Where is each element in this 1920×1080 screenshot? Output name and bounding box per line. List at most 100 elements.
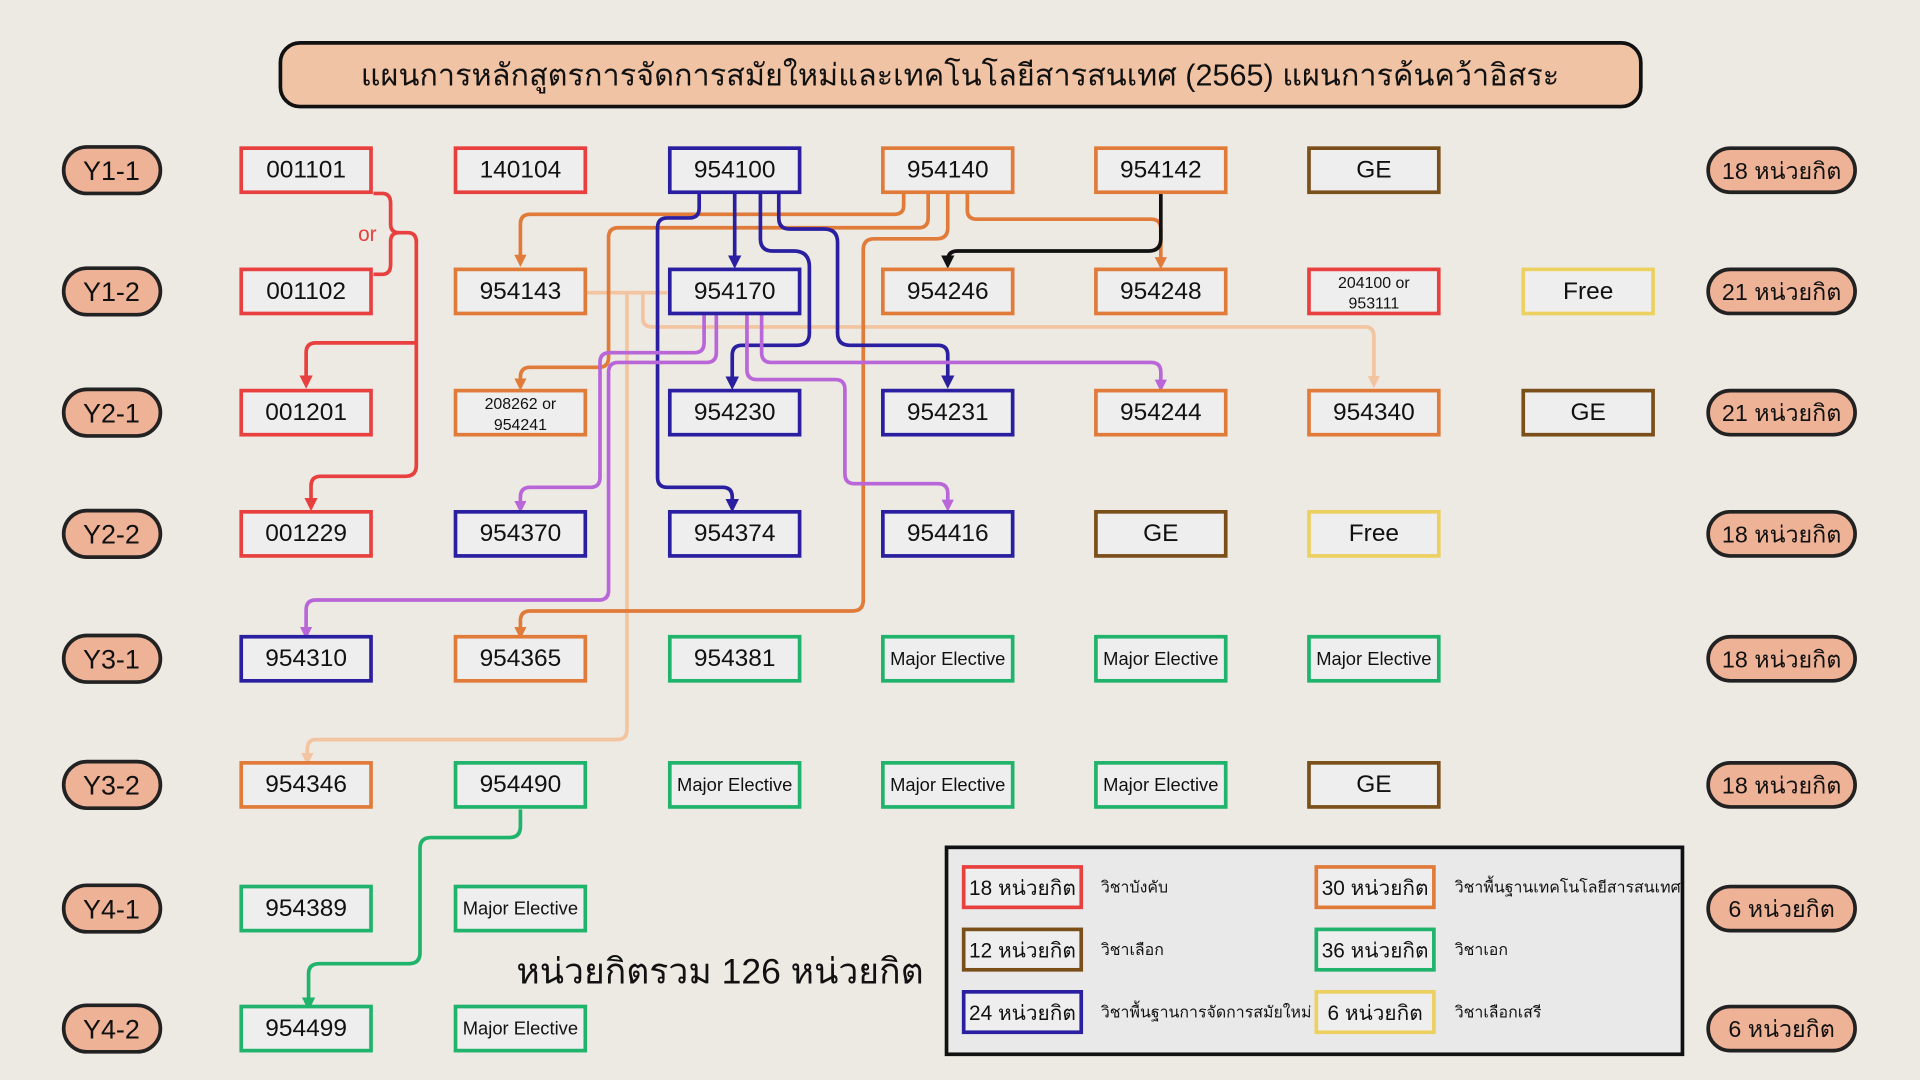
legend-swatch (961, 927, 1084, 972)
year-label: Y1-2 (83, 277, 140, 307)
course-code: GE (1356, 771, 1391, 798)
course-box[interactable]: 954100 (667, 146, 802, 195)
course-code: 954246 (907, 278, 989, 305)
course-box[interactable]: 954231 (881, 388, 1015, 437)
year-pill (61, 883, 163, 934)
course-code: Free (1349, 520, 1399, 547)
course-box[interactable]: 954370 (453, 510, 588, 558)
legend-credits: 30 หน่วยกิต (1322, 877, 1429, 900)
arrow-954170-to-954370 (514, 313, 706, 514)
course-box[interactable]: Major Elective (453, 884, 588, 933)
course-box[interactable]: Major Elective (1094, 761, 1228, 809)
course-box-border (239, 146, 373, 195)
course-box[interactable]: Major Elective (881, 634, 1015, 683)
course-box[interactable]: Major Elective (667, 761, 802, 809)
course-box[interactable]: Free (1521, 267, 1655, 316)
course-box-border (1094, 267, 1228, 316)
course-box-border (667, 761, 802, 809)
course-box-border (881, 388, 1015, 437)
arrow-954143-to-954346 (301, 292, 629, 766)
legend-label: วิชาพื้นฐานการจัดการสมัยใหม่ (1101, 1001, 1312, 1022)
legend-credits: 12 หน่วยกิต (969, 940, 1076, 963)
course-box[interactable]: Major Elective (453, 1004, 588, 1053)
legend-swatch (1314, 927, 1436, 972)
arrow-to-001229 (304, 342, 419, 512)
course-code: 140104 (480, 157, 562, 184)
arrow-954170-to-954310 (300, 313, 719, 640)
legend-label: วิชาเลือกเสรี (1455, 1004, 1542, 1022)
course-box[interactable]: 954416 (881, 510, 1015, 558)
course-box[interactable]: GE (1307, 146, 1441, 195)
course-box[interactable]: 954389 (239, 884, 373, 933)
course-box[interactable]: 954248 (1094, 267, 1228, 316)
course-box[interactable]: 140104 (453, 146, 588, 195)
course-box[interactable]: 954142 (1094, 146, 1228, 195)
course-box[interactable]: 954170 (667, 267, 802, 316)
course-box[interactable]: 001101 (239, 146, 373, 195)
course-code: Major Elective (890, 774, 1005, 795)
arrow-954100-to-954231 (776, 193, 955, 389)
course-code: Major Elective (463, 898, 578, 919)
course-box[interactable]: 001102 (239, 267, 373, 316)
year-label: Y2-2 (83, 520, 140, 550)
course-box[interactable]: 954143 (453, 267, 588, 316)
course-code: 954230 (694, 399, 776, 426)
course-box[interactable]: GE (1307, 761, 1441, 809)
total-credits: หน่วยกิตรวม 126 หน่วยกิต (516, 951, 923, 991)
course-box[interactable]: 954244 (1094, 388, 1228, 437)
course-box[interactable]: 954140 (881, 146, 1015, 195)
arrow-954170-to-954244 (759, 313, 1167, 392)
course-box[interactable]: Major Elective (1094, 634, 1228, 683)
course-box[interactable]: 954490 (453, 761, 588, 809)
course-box[interactable]: GE (1521, 388, 1655, 437)
course-box[interactable]: 001201 (239, 388, 373, 437)
row-credits: 18 หน่วยกิต (1722, 521, 1841, 547)
course-box-border (667, 267, 802, 316)
course-box-border (667, 388, 802, 437)
course-box[interactable]: 954374 (667, 510, 802, 558)
course-code: 954374 (694, 520, 776, 547)
course-code: 954370 (480, 520, 562, 547)
course-box[interactable]: 954310 (239, 634, 373, 683)
course-box[interactable]: 001229 (239, 510, 373, 558)
course-box-border (881, 267, 1015, 316)
course-box[interactable]: 954381 (667, 634, 802, 683)
course-box-border (1094, 634, 1228, 683)
legend-swatch (1314, 865, 1436, 910)
course-box-border (453, 510, 588, 558)
course-box[interactable]: Major Elective (1307, 634, 1441, 683)
course-box[interactable]: Free (1307, 510, 1441, 558)
course-code: 954490 (480, 771, 562, 798)
course-box-border (239, 267, 373, 316)
course-code: 954231 (907, 399, 989, 426)
credits-pill (1706, 267, 1857, 316)
course-box[interactable]: 954346 (239, 761, 373, 809)
course-box[interactable]: 954246 (881, 267, 1015, 316)
course-code: 954499 (265, 1015, 347, 1042)
course-code: 001102 (266, 278, 346, 305)
course-box[interactable]: 954499 (239, 1004, 373, 1053)
row-credits: 18 หน่วยกิต (1722, 646, 1841, 672)
course-box[interactable]: 954230 (667, 388, 802, 437)
course-code: Free (1563, 278, 1613, 305)
course-box[interactable]: 954340 (1307, 388, 1441, 437)
course-code: 954416 (907, 520, 989, 547)
year-pill (61, 1003, 163, 1054)
course-box-border (453, 634, 588, 683)
course-box-border (881, 146, 1015, 195)
legend-label: วิชาพื้นฐานเทคโนโลยีสารสนเทศ (1455, 876, 1681, 897)
course-box-border (239, 884, 373, 933)
course-box[interactable]: GE (1094, 510, 1228, 558)
row-credits: 18 หน่วยกิต (1722, 772, 1841, 798)
course-box[interactable]: 954365 (453, 634, 588, 683)
arrow-to-001201 (299, 238, 419, 389)
course-box-border (1094, 761, 1228, 809)
credits-pill (1706, 884, 1857, 933)
course-box[interactable]: Major Elective (881, 761, 1015, 809)
